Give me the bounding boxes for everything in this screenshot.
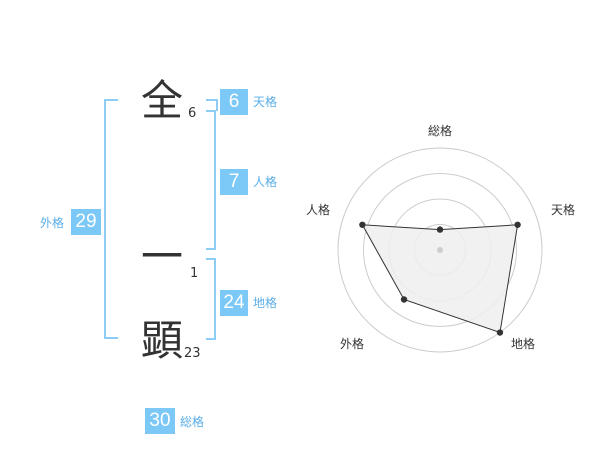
stroke-count-2: 1 xyxy=(190,266,199,281)
chikaku-bracket xyxy=(206,258,216,340)
soukaku-value: 30 xyxy=(145,408,175,434)
jinkaku-value: 7 xyxy=(220,169,248,195)
radar-center xyxy=(437,247,443,253)
tenkaku-label: 天格 xyxy=(253,95,278,109)
gaikaku-label: 外格 xyxy=(40,216,65,230)
radar-point-2 xyxy=(496,329,504,336)
name-char-3: 顕 xyxy=(141,316,184,365)
gaikaku-bracket xyxy=(104,99,118,339)
name-char-2: 一 xyxy=(141,232,184,281)
chikaku-label: 地格 xyxy=(253,296,278,310)
radar-ring xyxy=(337,147,543,353)
radar-label-gaikaku: 外格 xyxy=(340,337,365,351)
tenkaku-bracket xyxy=(206,99,218,111)
chikaku-value: 24 xyxy=(220,290,248,316)
gaikaku-value: 29 xyxy=(71,209,101,235)
radar-point-1 xyxy=(514,221,521,228)
radar-ring xyxy=(363,173,517,327)
stroke-count-3: 23 xyxy=(184,346,201,361)
name-char-1: 全 xyxy=(141,76,184,125)
radar-point-3 xyxy=(400,296,408,303)
radar-point-0 xyxy=(436,226,444,233)
stroke-count-1: 6 xyxy=(188,106,197,121)
jinkaku-label: 人格 xyxy=(253,175,278,189)
radar-series xyxy=(361,224,519,334)
soukaku-label: 総格 xyxy=(180,415,205,429)
radar-label-tenkaku: 天格 xyxy=(551,203,576,217)
radar-point-4 xyxy=(359,221,366,228)
jinkaku-bracket xyxy=(206,110,216,250)
radar-label-soukaku: 総格 xyxy=(428,124,453,138)
radar-label-jinkaku: 人格 xyxy=(306,203,331,217)
tenkaku-value: 6 xyxy=(220,89,248,115)
radar-label-chikaku: 地格 xyxy=(511,337,536,351)
